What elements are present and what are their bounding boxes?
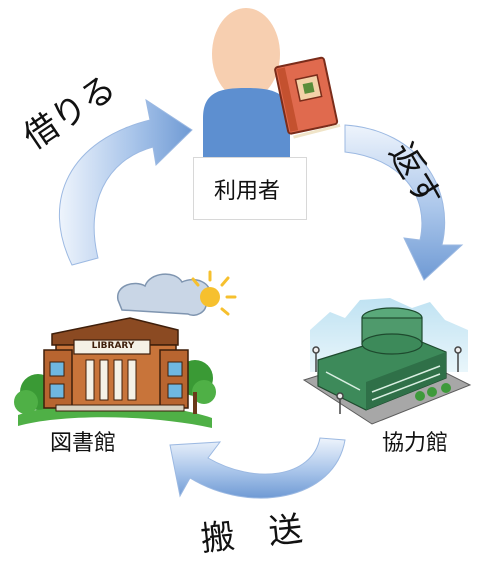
arrow-return [344,124,464,281]
library-illustration [14,270,237,428]
user-label: 利用者 [214,179,281,204]
user-figure [203,8,290,163]
library-label: 図書館 [50,431,117,456]
arrow-borrow [58,98,193,266]
arrow-transport [169,437,346,499]
user-label-box [193,157,307,220]
book-icon [274,56,341,139]
library-sign: LIBRARY [91,341,135,351]
partner-building-illustration [302,298,472,425]
partner-label: 協力館 [382,431,449,456]
